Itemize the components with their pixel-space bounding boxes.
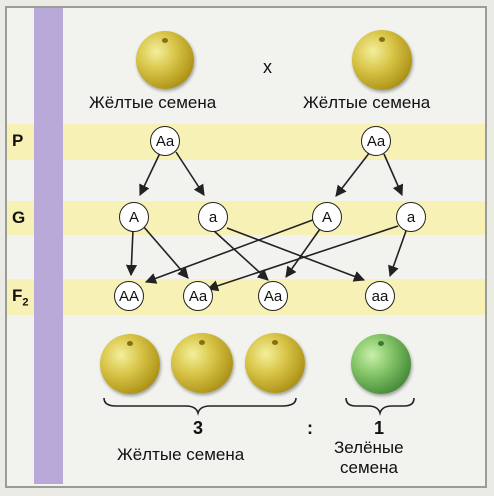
arrow-g2-to-f4	[226, 227, 366, 282]
generation-f2-label: F2	[12, 286, 29, 309]
offspring-yellow-label: Жёлтые семена	[117, 445, 245, 464]
parent-right-label: Жёлтые семена	[303, 93, 431, 112]
arrow-g1-to-f1	[125, 229, 138, 277]
offspring-green-seed	[351, 334, 411, 394]
ratio-separator: :	[307, 418, 313, 438]
offspring-green-label-line2: семена	[340, 458, 398, 477]
offspring-AA: AA	[114, 281, 144, 311]
diagram-frame	[5, 6, 487, 488]
arrow-pright-to-g3	[335, 151, 371, 197]
offspring-aa: aa	[365, 281, 395, 311]
arrow-g4-to-f4	[388, 230, 407, 278]
gamete-A-left: A	[119, 202, 149, 232]
side-stripe	[34, 8, 63, 484]
offspring-yellow-seed-2	[171, 333, 233, 393]
generation-g-label: G	[12, 208, 26, 227]
offspring-Aa-1: Aa	[183, 281, 213, 311]
arrow-g4-to-f2	[206, 225, 399, 292]
generation-p-label: P	[12, 131, 24, 150]
offspring-green-label-line1: Зелёные	[334, 438, 404, 457]
parent-yellow-seed-left	[136, 31, 194, 89]
yellow-group-brace	[103, 397, 297, 416]
gamete-A-right: A	[312, 202, 342, 232]
arrow-g3-to-f1	[144, 217, 319, 284]
gamete-a-right: a	[396, 202, 426, 232]
green-group-brace	[345, 397, 415, 416]
arrow-pleft-to-g1	[139, 152, 161, 197]
arrow-pleft-to-g2	[175, 151, 205, 196]
gamete-a-left: a	[198, 202, 228, 232]
offspring-yellow-seed-3	[245, 333, 305, 393]
cross-symbol: х	[263, 57, 272, 77]
offspring-Aa-2: Aa	[258, 281, 288, 311]
offspring-yellow-seed-1	[100, 334, 160, 394]
p-band	[7, 124, 485, 160]
yellow-count: 3	[193, 418, 204, 438]
arrow-pright-to-g4	[383, 153, 404, 197]
parent-yellow-seed-right	[352, 30, 412, 90]
f2-band	[7, 279, 485, 315]
parent-left-genotype: Aa	[150, 126, 180, 156]
arrow-g3-to-f3	[285, 228, 321, 278]
parent-right-genotype: Aa	[361, 126, 391, 156]
green-count: 1	[374, 418, 385, 438]
parent-left-label: Жёлтые семена	[89, 93, 217, 112]
